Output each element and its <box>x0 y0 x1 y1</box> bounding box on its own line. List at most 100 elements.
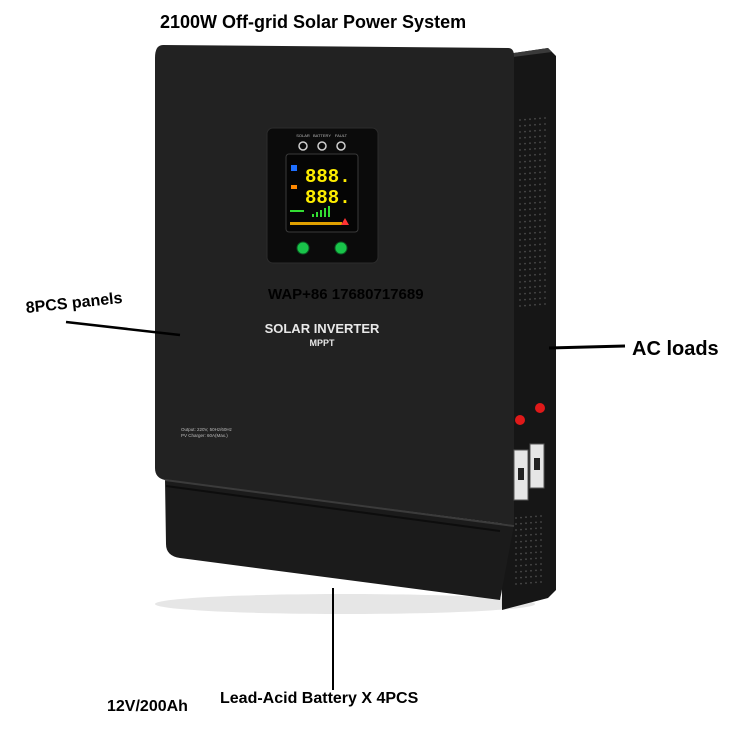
indicator-label: BATTERY <box>313 133 331 138</box>
vent-hole <box>534 123 536 126</box>
vent-hole <box>534 285 536 288</box>
vent-hole <box>534 219 536 222</box>
lcd-bar-icon <box>320 210 322 217</box>
control-button-left[interactable] <box>296 241 310 255</box>
vent-hole <box>534 135 536 138</box>
vent-hole <box>544 267 546 269</box>
lcd-bar-icon <box>316 212 318 217</box>
ac-loads-leader-line <box>548 344 626 350</box>
vent-hole <box>520 564 522 567</box>
lcd-solar-icon <box>291 165 297 171</box>
vent-hole <box>539 279 541 282</box>
vent-hole <box>539 243 541 246</box>
vent-hole <box>524 214 526 217</box>
vent-hole <box>520 522 522 525</box>
vent-hole <box>524 220 526 223</box>
vent-hole <box>529 274 531 277</box>
vent-hole <box>529 160 531 163</box>
vent-hole <box>535 521 537 524</box>
vent-hole <box>519 257 521 259</box>
vent-hole <box>540 575 542 577</box>
vent-hole <box>539 207 541 210</box>
vent-hole <box>519 305 521 307</box>
panels-leader-line <box>65 320 181 337</box>
vent-hole <box>535 551 537 554</box>
vent-hole <box>539 261 541 264</box>
vent-hole <box>519 173 521 175</box>
vent-hole <box>544 147 546 149</box>
vent-hole <box>519 293 521 295</box>
vent-hole <box>519 197 521 199</box>
product-subtitle: MPPT <box>309 338 335 348</box>
vent-hole <box>529 184 531 187</box>
vent-hole <box>519 191 521 193</box>
vent-hole <box>529 166 531 169</box>
vent-hole <box>529 238 531 241</box>
vent-hole <box>529 226 531 229</box>
vent-hole <box>524 268 526 271</box>
vent-hole <box>519 245 521 247</box>
vent-hole <box>524 178 526 181</box>
vent-hole <box>524 292 526 295</box>
vent-hole <box>534 147 536 150</box>
side-red-button[interactable] <box>515 415 525 425</box>
vent-hole <box>520 528 522 531</box>
vent-hole <box>519 215 521 217</box>
vent-hole <box>529 268 531 271</box>
vent-hole <box>524 124 526 127</box>
vent-hole <box>544 273 546 275</box>
vent-hole <box>524 208 526 211</box>
vent-hole <box>544 231 546 233</box>
vent-hole <box>544 189 546 191</box>
fault-led-icon <box>336 141 346 151</box>
vent-hole <box>534 237 536 240</box>
vent-hole <box>530 563 532 566</box>
vent-hole <box>515 565 517 567</box>
vent-hole <box>544 237 546 239</box>
vent-hole <box>529 304 531 307</box>
vent-hole <box>520 540 522 543</box>
side-red-button[interactable] <box>535 403 545 413</box>
vent-hole <box>519 299 521 301</box>
vent-hole <box>524 262 526 265</box>
vent-hole <box>540 563 542 565</box>
vent-hole <box>515 541 517 543</box>
vent-hole <box>529 280 531 283</box>
vent-hole <box>534 291 536 294</box>
vent-hole <box>524 130 526 133</box>
vent-hole <box>520 546 522 549</box>
vent-hole <box>534 159 536 162</box>
vent-hole <box>534 189 536 192</box>
vent-hole <box>539 177 541 180</box>
vent-hole <box>539 225 541 228</box>
vent-hole <box>534 249 536 252</box>
vent-hole <box>534 171 536 174</box>
vent-hole <box>540 551 542 553</box>
vent-hole <box>544 117 546 119</box>
breaker-switch[interactable] <box>534 458 540 470</box>
lcd-bar-icon <box>324 208 326 217</box>
vent-hole <box>534 303 536 306</box>
battery-spec-label: 12V/200Ah <box>107 698 188 715</box>
vent-hole <box>540 545 542 547</box>
vent-hole <box>544 261 546 263</box>
vent-hole <box>529 244 531 247</box>
vent-hole <box>520 576 522 579</box>
breaker-switch[interactable] <box>518 468 524 480</box>
vent-hole <box>535 563 537 566</box>
vent-hole <box>534 207 536 210</box>
vent-hole <box>539 213 541 216</box>
vent-hole <box>515 571 517 573</box>
vent-hole <box>539 153 541 156</box>
vent-hole <box>525 552 527 555</box>
vent-hole <box>525 546 527 549</box>
battery-count-label: Lead-Acid Battery X 4PCS <box>220 690 419 707</box>
vent-hole <box>530 551 532 554</box>
vent-hole <box>544 153 546 155</box>
control-button-right[interactable] <box>334 241 348 255</box>
side-vents-top <box>519 117 546 307</box>
vent-hole <box>525 534 527 537</box>
vent-hole <box>539 297 541 300</box>
solar-led-icon <box>298 141 308 151</box>
vent-hole <box>524 148 526 151</box>
